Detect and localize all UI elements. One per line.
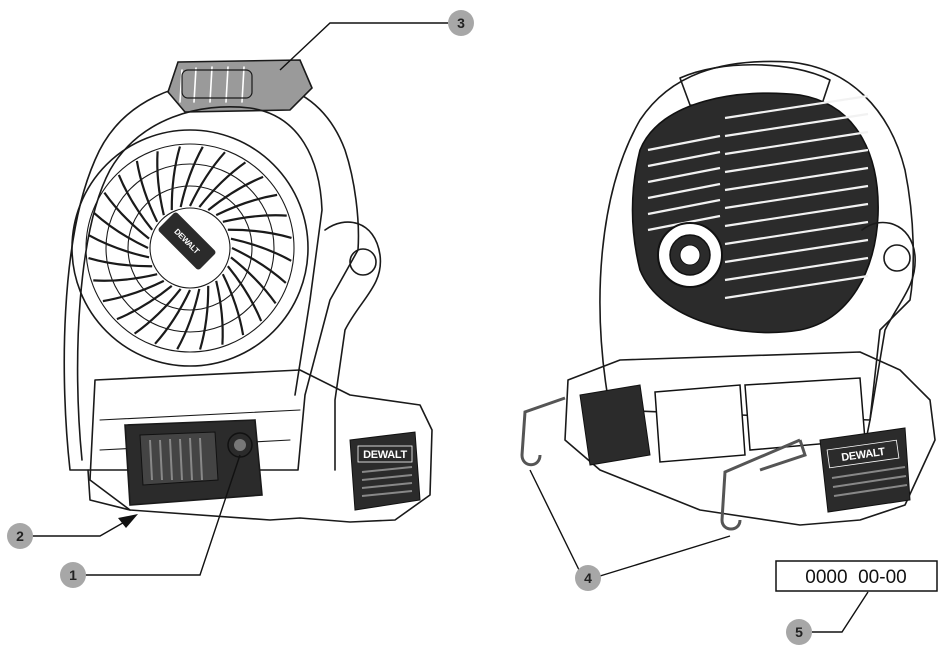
guard-spoke bbox=[199, 285, 210, 350]
guard-spoke bbox=[189, 151, 226, 207]
brand-plate-text: DEWALT bbox=[363, 449, 407, 461]
guard-spoke bbox=[170, 146, 181, 211]
brand-plate-front: DEWALT bbox=[349, 431, 421, 511]
fan-guard: DEWALT bbox=[71, 129, 309, 367]
callout-2-number: 2 bbox=[16, 528, 24, 544]
grille-slat bbox=[724, 148, 869, 174]
leader-lines bbox=[32, 22, 869, 633]
grille-slat bbox=[724, 202, 869, 228]
guard-spoke bbox=[135, 160, 159, 223]
callout-3: 3 bbox=[448, 10, 474, 36]
battery-pack bbox=[124, 419, 263, 506]
guard-spoke bbox=[133, 288, 182, 335]
guard-spoke bbox=[226, 265, 263, 322]
grille-slat bbox=[724, 220, 869, 246]
guard-spoke bbox=[222, 214, 287, 223]
guard-spoke bbox=[221, 273, 245, 336]
callout-3-number: 3 bbox=[457, 15, 465, 31]
guard-spoke bbox=[230, 256, 277, 305]
callout-2: 2 bbox=[7, 523, 33, 549]
guard-spoke bbox=[227, 228, 292, 239]
grille-slat bbox=[647, 134, 721, 152]
callout-5-number: 5 bbox=[795, 624, 803, 640]
guard-spoke bbox=[215, 280, 224, 345]
hanger-hook-left bbox=[520, 396, 566, 467]
guard-spoke bbox=[88, 234, 150, 259]
grille-slat bbox=[647, 182, 721, 200]
fan-rear-view: DEWALT bbox=[520, 60, 936, 531]
guard-spoke bbox=[102, 279, 165, 303]
guard-spoke bbox=[176, 288, 201, 350]
guard-spoke bbox=[88, 257, 153, 268]
callout-4-number: 4 bbox=[584, 570, 592, 586]
grille-slat bbox=[724, 184, 869, 210]
guard-spoke bbox=[117, 174, 154, 231]
grille-slat bbox=[724, 274, 869, 300]
date-code-text: 0000 00-00 bbox=[805, 567, 906, 588]
guard-spoke bbox=[198, 161, 247, 208]
callout-5: 5 bbox=[786, 619, 812, 645]
date-code-label: 0000 00-00 bbox=[775, 560, 938, 592]
grille-slat bbox=[647, 150, 721, 168]
hanger-hook-right bbox=[720, 438, 801, 531]
grille-slat bbox=[724, 94, 869, 120]
grille-slat bbox=[724, 166, 869, 192]
brand-plate-rear: DEWALT bbox=[819, 427, 911, 513]
callout-1: 1 bbox=[60, 562, 86, 588]
guard-spoke bbox=[215, 193, 278, 217]
grille-slat bbox=[724, 256, 869, 282]
guard-spoke bbox=[103, 191, 150, 240]
guard-spoke bbox=[93, 273, 158, 282]
guard-spoke bbox=[93, 212, 149, 249]
guard-spoke bbox=[179, 146, 204, 208]
grille-slat bbox=[647, 166, 721, 184]
callout-1-number: 1 bbox=[69, 567, 77, 583]
grille-slat bbox=[724, 112, 869, 138]
guard-spoke bbox=[156, 151, 165, 216]
guard-spoke bbox=[207, 175, 264, 212]
grille-slat bbox=[724, 238, 869, 264]
guard-spoke bbox=[154, 289, 191, 345]
guard-spoke bbox=[116, 284, 173, 321]
guard-spoke bbox=[231, 247, 287, 284]
grille-slat bbox=[647, 198, 721, 216]
guard-spoke bbox=[230, 237, 292, 262]
callout-4: 4 bbox=[575, 565, 601, 591]
grille-slat bbox=[724, 130, 869, 156]
rear-grille bbox=[631, 92, 879, 334]
carry-handle bbox=[167, 59, 313, 113]
fan-front-view: DEWALT DEWALT bbox=[63, 59, 433, 523]
